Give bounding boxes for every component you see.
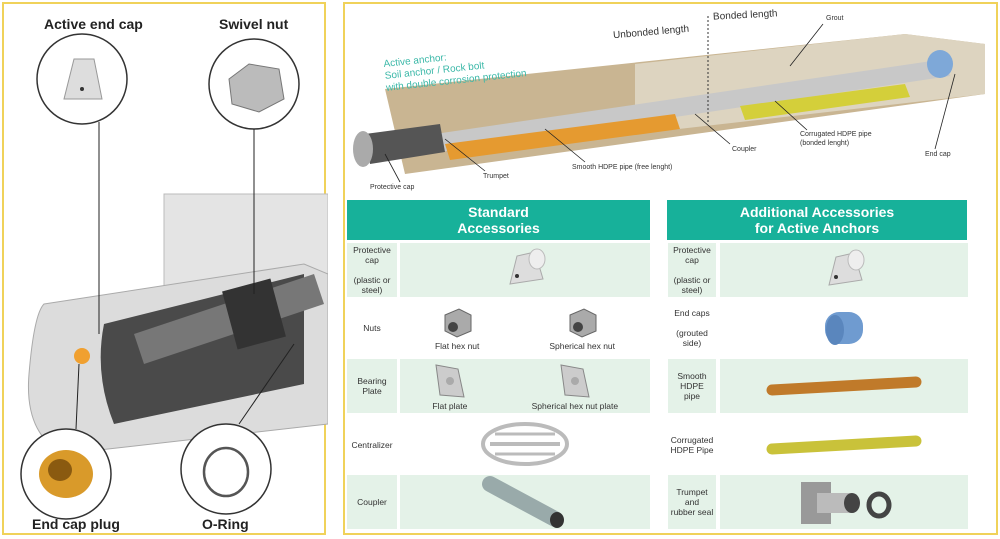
end-caps-image	[720, 300, 968, 356]
trumpet-callout: Trumpet	[483, 173, 509, 180]
bearing-plate-image: Flat plate	[432, 361, 468, 411]
row-label-line: Bearing	[357, 376, 387, 386]
corrugated-hdpe-pipe-image	[720, 417, 968, 472]
row-label-line: Smooth	[677, 371, 707, 381]
row-label-line: cap	[365, 255, 379, 265]
protective-cap-image	[495, 244, 555, 296]
row-label-line: and	[684, 497, 700, 507]
row-label-line: pipe	[683, 391, 701, 401]
item-caption: Spherical hex nut	[549, 341, 616, 351]
coupler-image	[480, 474, 570, 531]
end-cap-illustration	[20, 33, 328, 520]
corrugated-sub-callout: (bonded lenght)	[800, 140, 850, 147]
row-label: Centralizer	[347, 417, 397, 472]
row-label-line	[673, 265, 711, 275]
o-ring-label: O-Ring	[202, 516, 249, 532]
coupler-callout: Coupler	[732, 146, 757, 153]
row-label-line: (grouted	[676, 328, 708, 338]
item-caption: Spherical hex nut plate	[531, 401, 619, 411]
standard-row-coupler: Coupler	[347, 475, 650, 529]
row-label: Coupler	[347, 475, 397, 529]
protective-cap-callout: Protective cap	[370, 184, 415, 191]
header-line: Standard	[468, 204, 529, 220]
row-label-line: Protective	[353, 245, 391, 255]
end-cap-callout: End cap	[925, 151, 951, 158]
standard-row-centralizer: Centralizer	[347, 417, 650, 472]
row-label-line: (plastic or	[353, 275, 391, 285]
row-label-line: (plastic or	[673, 275, 711, 285]
row-label-line: cap	[685, 255, 699, 265]
row-label-line: Protective	[673, 245, 711, 255]
row-label-line: Corrugated	[670, 434, 714, 445]
grout-label: Grout	[826, 15, 844, 22]
active-end-cap-label: Active end cap	[44, 16, 143, 32]
row-label-line: HDPE	[680, 381, 704, 391]
nuts-image: Spherical hex nut	[549, 305, 615, 351]
row-label-line: rubber seal	[670, 507, 714, 517]
row-label-line: End caps	[674, 308, 710, 318]
end-cap-assembly-panel: Active end cap Swivel nut End cap plug O…	[2, 2, 328, 535]
end-cap-plug-label: End cap plug	[32, 516, 120, 532]
row-label-line: Trumpet	[676, 487, 708, 497]
row-label-line: Coupler	[357, 497, 387, 507]
item-caption: Flat hex nut	[434, 341, 480, 351]
row-label-line: side)	[682, 338, 702, 348]
corrugated-callout: Corrugated HDPE pipe	[800, 131, 872, 138]
accessories-panel: Active anchor: Soil anchor / Rock bolt w…	[343, 2, 998, 535]
row-label-line: Plate	[362, 386, 382, 396]
item-caption: Flat plate	[432, 401, 468, 411]
swivel-nut-label: Swivel nut	[219, 16, 289, 32]
protective-cap-image	[720, 243, 968, 297]
row-label-line	[674, 318, 709, 328]
row-label-line: steel)	[681, 285, 703, 295]
header-line: for Active Anchors	[754, 220, 880, 236]
smooth-pipe-callout: Smooth HDPE pipe (free lenght)	[572, 164, 673, 171]
header-line: Accessories	[457, 220, 540, 236]
centralizer-image	[480, 421, 570, 468]
header-line: Additional Accessories	[739, 204, 895, 220]
bearing-plate-image: Spherical hex nut plate	[532, 361, 618, 411]
row-label-line: HDPE Pipe	[670, 444, 714, 455]
anchor-cross-section	[353, 16, 985, 183]
row-label-line	[353, 265, 391, 275]
smooth-hdpe-pipe-image	[720, 359, 968, 413]
trumpet-rubber-seal-image	[720, 475, 968, 529]
row-label: Nuts	[347, 300, 397, 356]
row-label-line: Nuts	[363, 323, 381, 333]
nuts-image: Flat hex nut	[435, 305, 479, 351]
row-label-line: steel)	[361, 285, 383, 295]
row-label-line: Centralizer	[351, 439, 393, 450]
